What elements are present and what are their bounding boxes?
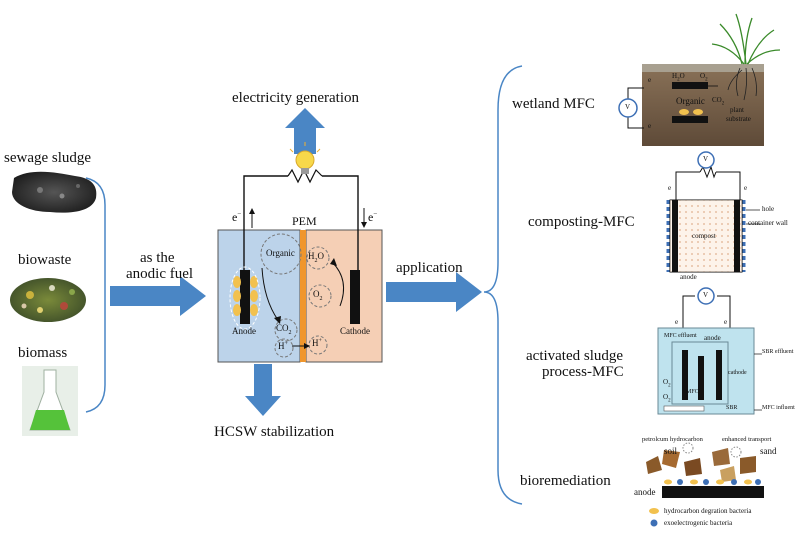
h2o-bubble: [306, 246, 330, 270]
wetland-voltmeter-label: V: [625, 103, 631, 111]
organic-bubble: [260, 233, 302, 275]
composting-electron-left: e: [668, 184, 672, 192]
sludge-electron-right: e: [724, 318, 728, 326]
label-co2: CO2: [276, 323, 292, 336]
label-anode: Anode: [232, 326, 256, 336]
label-pem: PEM: [292, 214, 317, 228]
biofilm-boundary: [229, 266, 261, 330]
sludge-label-cathode: cathode: [728, 370, 747, 376]
label-biomass: biomass: [18, 345, 68, 361]
label-electron-left: e−: [232, 210, 242, 224]
bio-label-enhanced: enhanced transport: [722, 436, 772, 443]
organic-to-co2-arrow: [261, 267, 279, 321]
arrowhead: [249, 208, 255, 214]
wetland-electron-bottom: e: [648, 122, 652, 130]
label-h-plus-cathode: H+: [312, 338, 322, 348]
label-organic: Organic: [266, 248, 295, 258]
wetland-label-h2o: H2O: [672, 72, 685, 83]
composting-voltmeter-label: V: [703, 155, 709, 163]
label-activated-sludge-2: process-MFC: [542, 364, 624, 380]
composting-label-anode: anode: [680, 273, 697, 281]
sludge-label-mfc: MFC: [686, 389, 699, 395]
label-h-plus-anode: H+: [278, 341, 288, 351]
sludge-label-o2-a: O2: [663, 378, 671, 389]
wetland-label-organic: Organic: [676, 96, 705, 106]
label-application: application: [396, 260, 463, 276]
bio-legend-exo: exoelectrogenic bacteria: [664, 519, 733, 527]
sludge-label-o2-b: O2: [663, 393, 671, 404]
sewage-sludge-image: [12, 171, 97, 213]
anode-electrode: [240, 270, 250, 324]
co2-bubble: [274, 318, 298, 342]
bio-label-sand: sand: [760, 446, 777, 456]
o2-bubble: [308, 284, 332, 308]
composting-label-container-wall: container wall: [748, 219, 788, 227]
label-hcsw-stabilization: HCSW stabilization: [214, 424, 335, 440]
wetland-label-substrate: substrate: [726, 115, 751, 123]
wetland-label-plant: plant: [730, 106, 744, 114]
sludge-label-mfc-influent: MFC influent: [762, 405, 795, 411]
light-bulb-icon: [289, 142, 321, 174]
bio-label-petroleum: petrolcum hydrocarbon: [642, 436, 703, 443]
label-activated-sludge-1: activated sludge: [526, 348, 624, 364]
bio-label-anode: anode: [634, 487, 656, 497]
cathode-chamber: [305, 229, 383, 363]
arrowhead: [361, 222, 367, 228]
legend-exo-bacteria-icon: [650, 519, 658, 527]
external-circuit: [243, 175, 359, 272]
stabilization-arrow: [245, 364, 281, 416]
bio-label-soil: soil: [664, 446, 678, 456]
label-anodic-fuel-1: as the: [140, 250, 175, 266]
sludge-electron-left: e: [675, 318, 679, 326]
h-plus-bubble-anode: [274, 338, 294, 358]
anode-bacteria: [233, 276, 258, 316]
composting-label-compost: compost: [692, 232, 716, 240]
arrowhead: [274, 316, 281, 324]
label-h2o: H2O: [308, 251, 324, 264]
label-composting-mfc: composting-MFC: [528, 214, 635, 230]
label-sewage-sludge: sewage sludge: [4, 150, 92, 166]
label-cathode: Cathode: [340, 326, 370, 336]
inputs-bracket: [85, 177, 106, 413]
biomass-flask-image: [22, 366, 78, 436]
cathode-electrode: [350, 270, 360, 324]
label-electron-right: e−: [368, 210, 378, 224]
label-anodic-fuel-2: anodic fuel: [126, 266, 194, 282]
legend-hc-bacteria-icon: [649, 508, 659, 514]
label-electricity-generation: electricity generation: [232, 90, 360, 106]
composting-mfc-diagram: [666, 151, 760, 273]
biowaste-image: [10, 278, 86, 322]
anode-chamber: [217, 229, 301, 363]
label-biowaste: biowaste: [18, 252, 72, 268]
activated-sludge-mfc-diagram: [657, 287, 762, 415]
arrowhead: [304, 343, 310, 349]
application-arrow: [386, 272, 482, 312]
pem-membrane: [300, 230, 306, 362]
bio-legend-hc: hydrocarbon degration bacteria: [664, 507, 752, 515]
label-wetland-mfc: wetland MFC: [512, 96, 595, 112]
label-bioremediation: bioremediation: [520, 473, 611, 489]
electricity-arrow: [285, 108, 325, 154]
wetland-label-co2: CO2: [712, 96, 725, 107]
to-anode-arrow: [110, 276, 206, 316]
sludge-label-mfc-effluent: MFC effluent: [664, 333, 697, 339]
sludge-voltmeter-label: V: [703, 291, 709, 299]
composting-electron-right: e: [744, 184, 748, 192]
wetland-label-o2: O2: [700, 72, 708, 83]
sludge-label-sbr: SBR: [726, 405, 738, 411]
applications-bracket: [483, 65, 523, 505]
wetland-electron-top: e: [648, 76, 652, 84]
arrowhead: [330, 258, 337, 266]
label-o2: O2: [313, 289, 323, 302]
composting-label-hole: hole: [762, 205, 775, 213]
sludge-label-sbr-effluent: SBR effluent: [762, 349, 794, 355]
bioremediation-diagram: [646, 442, 764, 527]
h-plus-bubble-cathode: [308, 335, 328, 355]
wetland-mfc-diagram: [618, 13, 781, 146]
sludge-label-anode: anode: [704, 334, 721, 342]
